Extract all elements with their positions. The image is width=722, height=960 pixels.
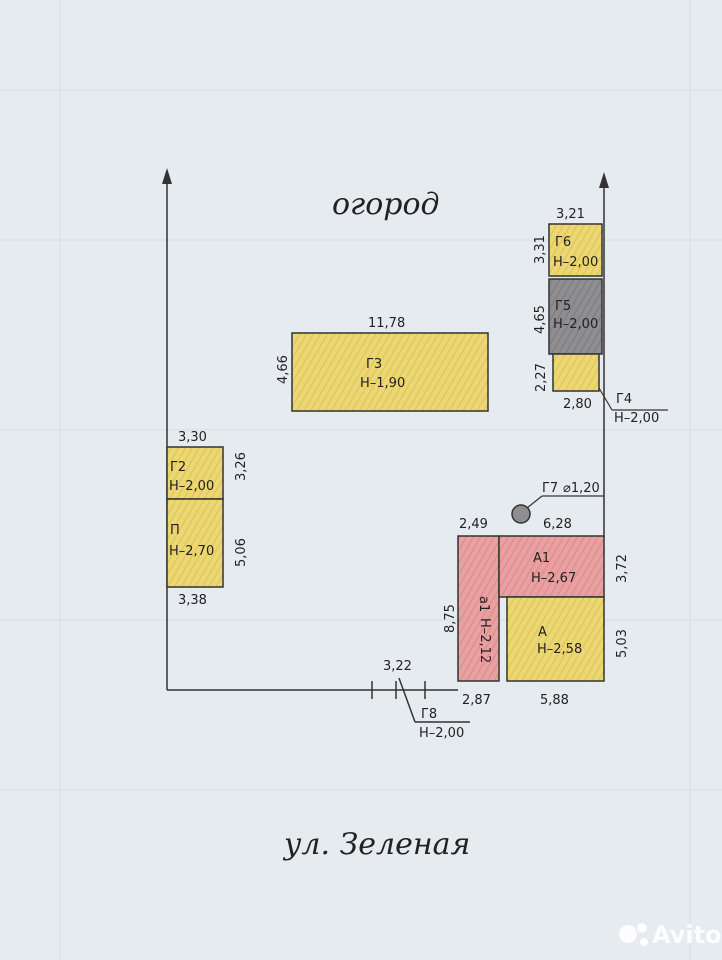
building-p1 xyxy=(166,498,224,588)
arrow-left-icon xyxy=(162,168,172,184)
gate-g8 xyxy=(371,677,470,723)
a-small-width-bottom: 2,87 xyxy=(462,693,491,708)
g2-width: 3,30 xyxy=(178,430,207,445)
g5-height: Н–2,00 xyxy=(553,317,598,332)
g5-name: Г5 xyxy=(555,299,571,314)
a-small-depth: 8,75 xyxy=(443,604,458,633)
watermark-text: Avito xyxy=(652,921,722,949)
a-main-depth: 5,03 xyxy=(615,629,630,658)
g3-height: Н–1,90 xyxy=(360,376,405,391)
g4-height: Н–2,00 xyxy=(614,411,659,426)
g2-height: Н–2,00 xyxy=(169,479,214,494)
p1-height: Н–2,70 xyxy=(169,544,214,559)
a1-name: А1 xyxy=(533,551,550,566)
p1-depth: 5,06 xyxy=(234,538,249,567)
g7-leader xyxy=(526,495,604,509)
a-small-height: Н–2,12 xyxy=(477,618,492,663)
g3-name: Г3 xyxy=(366,357,382,372)
building-g3 xyxy=(291,332,489,412)
p1-width: 3,38 xyxy=(178,593,207,608)
g4-width: 2,80 xyxy=(563,397,592,412)
g7-diameter: ⌀1,20 xyxy=(563,481,600,496)
plot-boundary xyxy=(166,178,605,691)
avito-logo-icon xyxy=(619,925,637,943)
building-g5 xyxy=(548,278,603,355)
g7-name: Г7 xyxy=(542,481,558,496)
building-a-small xyxy=(457,535,500,682)
building-g4 xyxy=(552,353,600,392)
avito-watermark: Avito xyxy=(619,921,722,949)
g5-depth: 4,65 xyxy=(533,305,548,334)
g3-depth: 4,66 xyxy=(276,355,291,384)
g6-depth: 3,31 xyxy=(533,235,548,264)
p1-name: П xyxy=(170,523,180,538)
a-main-name: А xyxy=(538,625,547,640)
g8-name: Г8 xyxy=(421,707,437,722)
g8-height: Н–2,00 xyxy=(419,726,464,741)
g8-gate-width: 3,22 xyxy=(383,659,412,674)
a1-depth: 3,72 xyxy=(615,554,630,583)
a-small-width-top: 2,49 xyxy=(459,517,488,532)
building-g2 xyxy=(166,446,224,500)
g2-name: Г2 xyxy=(170,460,186,475)
g3-width: 11,78 xyxy=(368,316,405,331)
a-small-name: а1 xyxy=(476,596,491,612)
g6-height: Н–2,00 xyxy=(553,255,598,270)
g6-width: 3,21 xyxy=(556,207,585,222)
g4-depth: 2,27 xyxy=(534,363,549,392)
g6-name: Г6 xyxy=(555,235,571,250)
street-label: ул. Зеленая xyxy=(282,827,470,862)
g2-depth: 3,26 xyxy=(234,452,249,481)
building-a-main xyxy=(506,596,605,682)
building-a1 xyxy=(498,535,605,598)
a-main-height: Н–2,58 xyxy=(537,642,582,657)
garden-label: огород xyxy=(332,187,440,222)
a1-width: 6,28 xyxy=(543,517,572,532)
g4-name: Г4 xyxy=(616,392,632,407)
a-main-width: 5,88 xyxy=(540,693,569,708)
a1-height: Н–2,67 xyxy=(531,571,576,586)
well-g7 xyxy=(511,504,531,524)
arrow-right-icon xyxy=(599,172,609,188)
building-g6 xyxy=(548,223,603,277)
g4-leader xyxy=(598,387,668,411)
